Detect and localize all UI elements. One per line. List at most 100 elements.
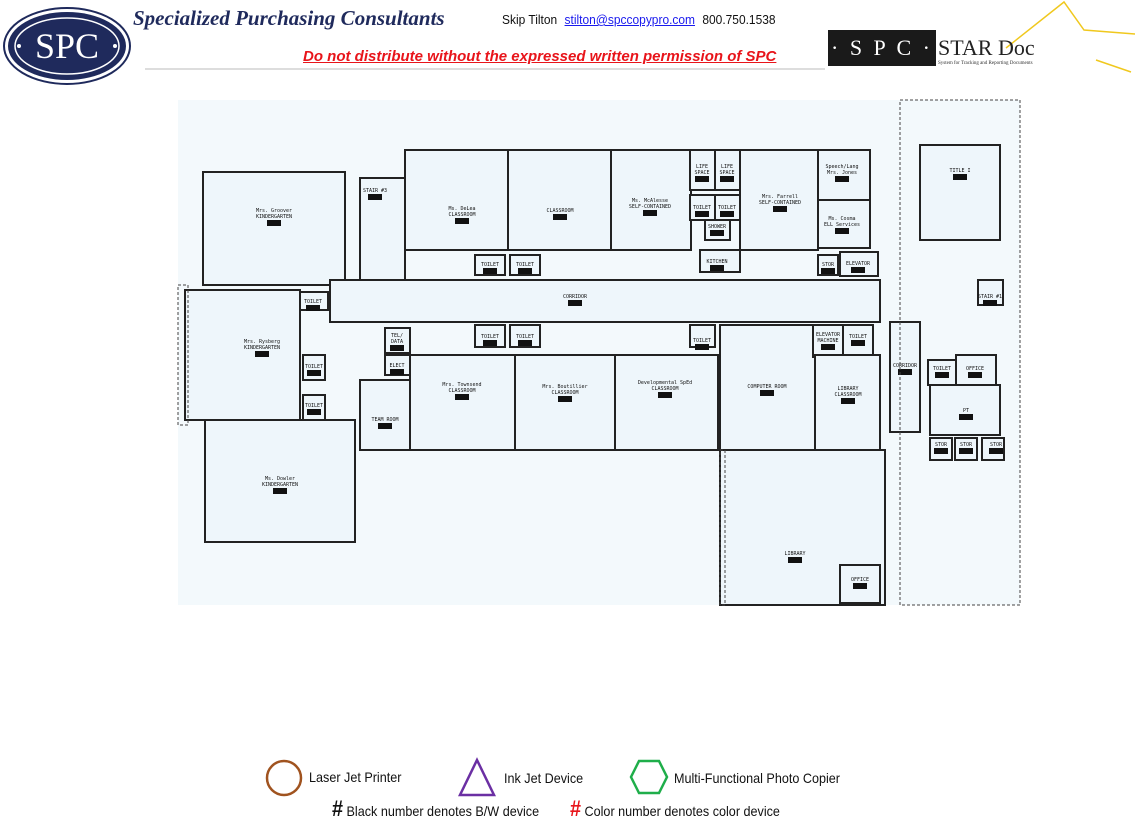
room-outline [719,324,816,451]
room-outline [954,437,978,461]
room-number-tag [851,340,865,346]
room-label: CLASSROOM [834,392,861,398]
room-number-tag [934,448,948,454]
red-hash-icon: # [570,796,582,821]
room-number-tag [553,214,567,220]
room-label: CORRIDOR [563,294,588,300]
room-label: SPACE [719,170,734,176]
room-label: TOILET [304,299,322,305]
room-label: ELECT [389,363,404,369]
room-shower: SHOWER [704,219,731,241]
room-number-tag [720,211,734,217]
room-label: TOILET [933,366,951,372]
room-outline [302,354,326,381]
room-label: TOILET [481,262,499,268]
room-outline [812,324,844,358]
room-label: LIBRARY [837,386,858,392]
room-number-tag [959,414,973,420]
room-outline [689,324,716,348]
room-label: Mrs. Townsend [442,382,481,388]
room-number-tag [307,370,321,376]
room-number-tag [835,228,849,234]
room-elect: ELECT [384,354,411,376]
room-label: Mrs. Rysberg [244,339,280,345]
wall-outline [899,99,1021,606]
spc-logo: SPC [3,7,131,85]
room-number-tag [788,557,802,563]
room-label: ELEVATOR [846,261,871,267]
room-number-tag [835,176,849,182]
room-library: LIBRARY [719,449,886,606]
room-outline [704,219,731,241]
room-label: TEL/ [391,333,403,339]
room-outline [839,251,879,277]
room-label: MACHINE [817,338,838,344]
room-toilet: TOILET [714,194,741,221]
room-label: ELEVATOR [816,332,841,338]
room-stor: STOR [981,437,1005,461]
room-label: CORRIDOR [893,363,918,369]
room-outline [699,249,741,273]
room-number-tag [568,300,582,306]
room-label: Ms. Dowler [265,476,295,482]
room-title1: TITLE I [919,144,1001,241]
contact-phone: 800.750.1538 [702,12,776,27]
divider [145,68,825,70]
legend-mfp-label: Multi-Functional Photo Copier [674,770,840,786]
room-label: SELF-CONTAINED [629,204,671,210]
room-corridor: CORRIDOR [329,279,881,323]
room-label: CLASSROOM [651,386,678,392]
room-toilet: TOILET [302,354,326,381]
company-name: Specialized Purchasing Consultants [133,6,445,30]
room-number-tag [255,351,269,357]
room-number-tag [695,176,709,182]
room-stair1: STAIR #1 [977,279,1004,306]
room-number-tag [267,220,281,226]
ink-jet-triangle-icon [458,757,496,797]
room-outline [919,144,1001,241]
room-label: Ms. DeLea [448,206,475,212]
room-number-tag [483,268,497,274]
room-label: TOILET [718,205,736,211]
room-number-tag [390,345,404,351]
mfp-hexagon-icon [629,759,669,795]
room-number-tag [821,268,835,274]
room-label: KINDERGARTEN [244,345,280,351]
room-number-tag [851,267,865,273]
room-number-tag [968,372,982,378]
room-label: COMPUTER ROOM [747,384,786,390]
room-number-tag [953,174,967,180]
svg-text:· S P C ·: · S P C · [831,35,933,60]
contact-email-link[interactable]: stilton@spccopypro.com [564,12,696,27]
room-stor: STOR [817,254,839,276]
room-label: TOILET [481,334,499,340]
room-label: KINDERGARTEN [262,482,298,488]
room-label: STOR [935,442,948,448]
room-toilet: TOILET [474,324,506,348]
room-number-tag [760,390,774,396]
room-number-tag [710,230,724,236]
room-teldata: TEL/DATA [384,327,411,354]
room-number-tag [273,488,287,494]
room-label: CLASSROOM [448,212,475,218]
room-toilet: TOILET [689,324,716,350]
room-outline [329,279,881,323]
room-number-tag [368,194,382,200]
room-outline [474,324,506,348]
room-outline [714,149,741,191]
room-number-tag [307,409,321,415]
room-stair3: STAIR #3 [359,177,406,281]
room-kitchen: KITCHEN [699,249,741,273]
room-number-tag [989,448,1003,454]
room-outline [610,149,692,251]
room-outline [817,254,839,276]
room-outline [514,354,616,451]
